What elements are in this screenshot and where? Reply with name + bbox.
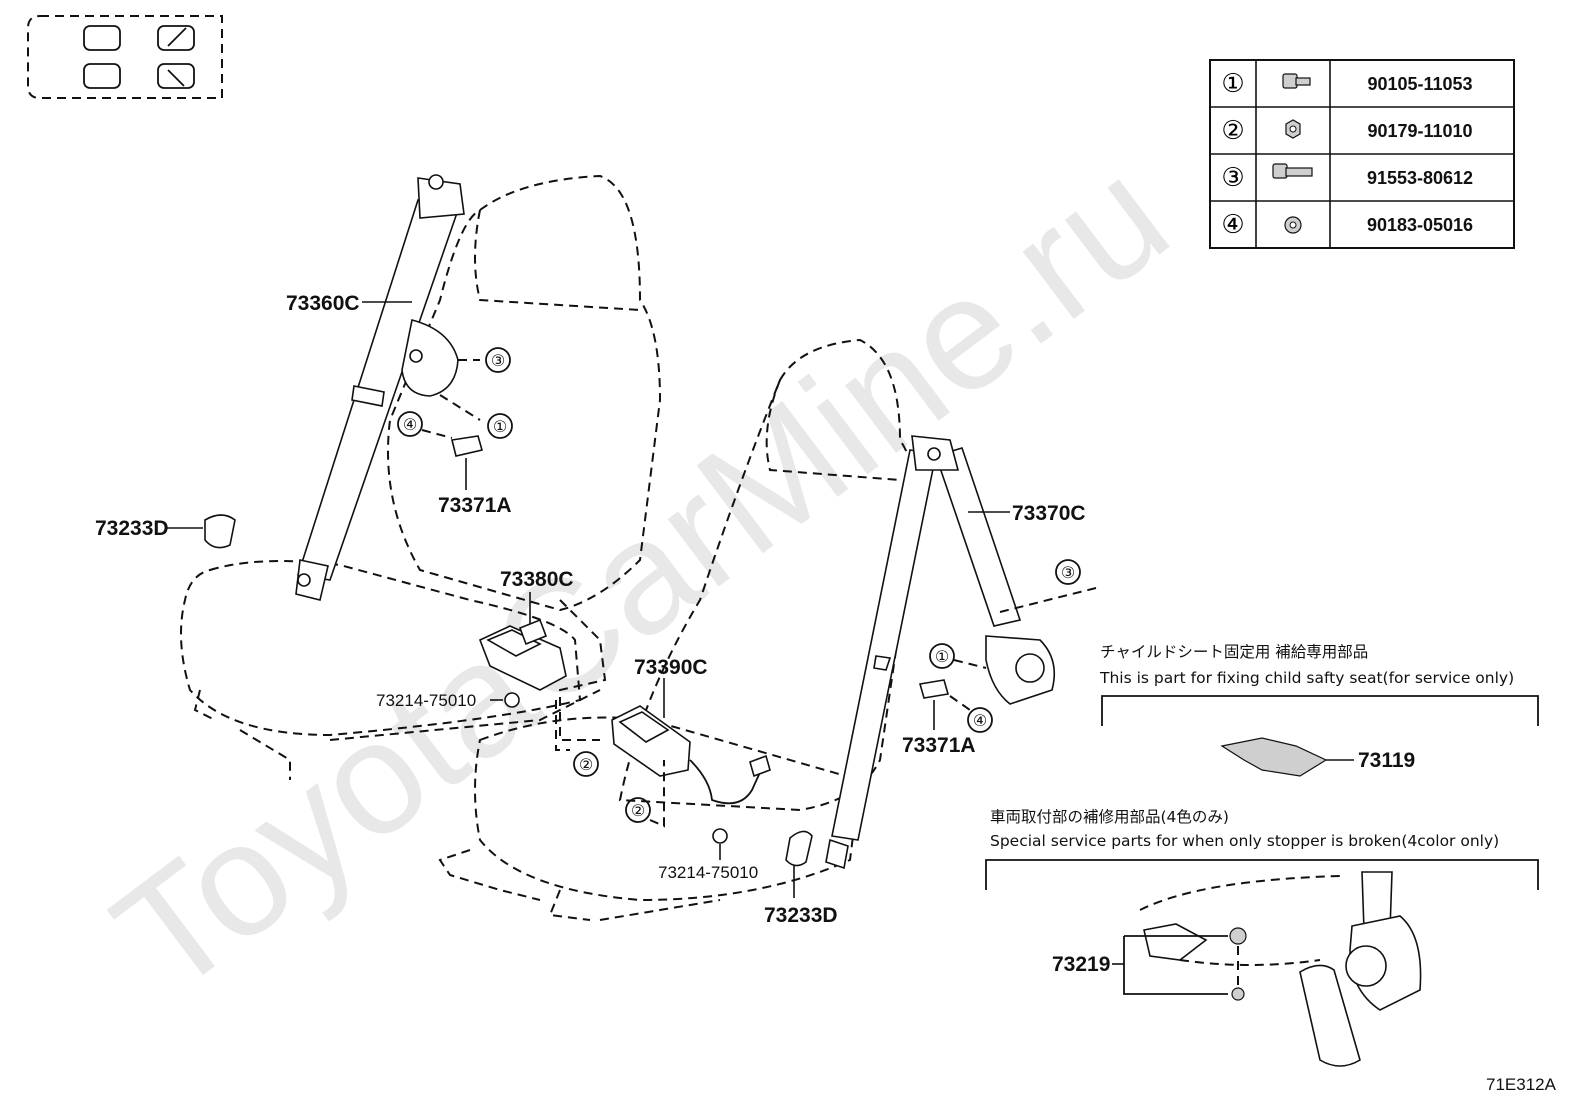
svg-text:①: ① <box>935 647 949 666</box>
svg-text:④: ④ <box>973 711 987 730</box>
label-73370C: 73370C <box>1012 502 1086 525</box>
table-row: ① 90105-11053 <box>1221 69 1472 99</box>
child-seat-service-section: チャイルドシート固定用 補給専用部品 This is part for fixi… <box>1099 643 1539 777</box>
stopper-note-en: Special service parts for when only stop… <box>990 832 1499 850</box>
part-number: 90105-11053 <box>1367 74 1472 94</box>
label-73371A-right: 73371A <box>902 734 976 757</box>
child-seat-note-jp: チャイルドシート固定用 補給専用部品 <box>1100 643 1368 661</box>
seat-slot-front-right-icon[interactable] <box>157 25 195 51</box>
seat-slot-front-left-icon <box>83 25 121 51</box>
label-73233D-left: 73233D <box>95 517 169 540</box>
table-row: ② 90179-11010 <box>1221 116 1472 146</box>
figure-code: 71E312A <box>1486 1075 1557 1094</box>
label-73371A-left: 73371A <box>438 494 512 517</box>
callout-1-left <box>487 413 513 439</box>
label-73233D-right: 73233D <box>764 904 838 927</box>
left-seat-outline <box>180 174 662 780</box>
seat-position-selector <box>27 15 223 99</box>
callout-2-left <box>573 751 599 777</box>
child-seat-anchor-73119 <box>1220 737 1328 777</box>
seat-slot-rear-right-icon[interactable] <box>157 63 195 89</box>
row-index: ② <box>1221 116 1244 146</box>
long-bolt-icon <box>1272 163 1313 179</box>
buckle-73380C <box>478 618 567 691</box>
row-index: ④ <box>1221 210 1244 240</box>
clip-73371A-left <box>451 435 484 457</box>
svg-text:③: ③ <box>1061 563 1075 582</box>
clip-73371A-right <box>918 679 950 699</box>
buckle-73390C <box>611 705 771 805</box>
seat-slot-rear-left-icon <box>83 63 121 89</box>
svg-text:③: ③ <box>491 351 505 370</box>
callout-2-right <box>625 797 651 823</box>
belt-assembly-73360C <box>295 174 465 601</box>
part-number: 90179-11010 <box>1367 121 1472 141</box>
flange-bolt-icon <box>1282 73 1311 89</box>
child-seat-note-en: This is part for fixing child safty seat… <box>1099 669 1514 687</box>
clip-nut-icon <box>1284 216 1302 234</box>
label-73119: 73119 <box>1358 749 1415 772</box>
callout-3-right <box>1055 559 1081 585</box>
callout-4-left <box>397 411 423 437</box>
label-73214-75010-right: 73214-75010 <box>658 863 758 882</box>
nut-73214-right <box>712 828 728 844</box>
svg-text:②: ② <box>631 801 645 820</box>
part-number: 90183-05016 <box>1367 215 1473 235</box>
label-73390C: 73390C <box>634 656 708 679</box>
label-73214-75010-left: 73214-75010 <box>376 691 476 710</box>
row-index: ③ <box>1221 163 1244 193</box>
nut-73214-left <box>504 692 520 708</box>
table-row: ③ 91553-80612 <box>1221 163 1473 193</box>
svg-text:④: ④ <box>403 415 417 434</box>
callout-1-right <box>929 643 955 669</box>
belt-assembly-73370C <box>825 435 1056 870</box>
callout-4-right <box>967 707 993 733</box>
table-row: ④ 90183-05016 <box>1221 210 1473 240</box>
watermark: ToyotaCarMine.ru <box>83 124 1199 1027</box>
stopper-service-section: 車両取付部の補修用部品(4色のみ) Special service parts … <box>985 808 1539 1067</box>
svg-text:②: ② <box>579 755 593 774</box>
right-seat-outline <box>438 338 917 921</box>
label-73219: 73219 <box>1052 953 1110 976</box>
stopper-note-jp: 車両取付部の補修用部品(4色のみ) <box>990 808 1229 826</box>
label-73380C: 73380C <box>500 568 574 591</box>
row-index: ① <box>1221 69 1244 99</box>
label-73360C: 73360C <box>286 292 360 315</box>
fastener-table: ① 90105-11053 ② 90179-11010 ③ 91553-8061… <box>1209 59 1515 249</box>
part-number: 91553-80612 <box>1367 168 1473 188</box>
stopper-73233D-right <box>785 830 813 867</box>
flange-nut-icon <box>1285 119 1301 139</box>
stopper-73233D-left <box>204 514 236 549</box>
callout-3-left <box>485 347 511 373</box>
svg-text:①: ① <box>493 417 507 436</box>
